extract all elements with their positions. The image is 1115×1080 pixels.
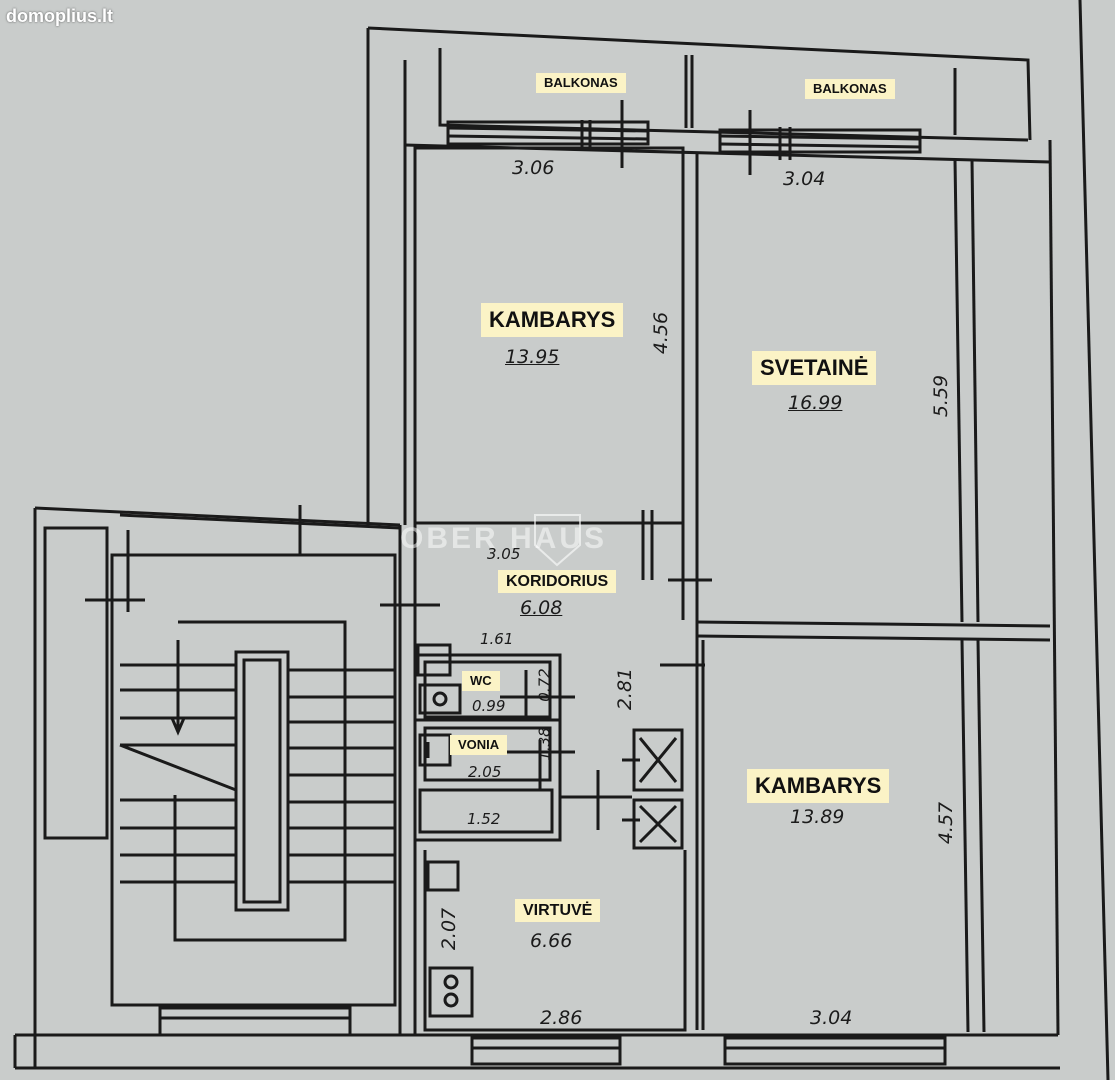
- bedroom-top-label: KAMBARYS: [481, 303, 624, 338]
- wc-fixture: [418, 683, 462, 715]
- stair-run-outline: [173, 620, 347, 942]
- window-band-1: [446, 120, 650, 146]
- stair-diagonal: [119, 743, 237, 792]
- dim-bath-width: 1.52: [467, 810, 501, 828]
- kitchen-window: [470, 1036, 622, 1066]
- dim-kitchen-width: 2.86: [540, 1007, 583, 1029]
- kitchen-area: 6.66: [530, 930, 573, 952]
- dim-wc-depth: 0.72: [535, 668, 554, 702]
- dim-living-depth: 5.59: [930, 374, 953, 418]
- bedroom-bottom-right-wall: [960, 639, 970, 1033]
- dim-wc-width: 1.61: [480, 630, 514, 648]
- sheet-edge-line: [1078, 0, 1110, 1080]
- wc-label: WC: [462, 671, 500, 691]
- dim-bath-depth: 1.38: [535, 727, 554, 761]
- bedroom-top-area: 13.95: [505, 346, 560, 368]
- balcony-left-label: BALKONAS: [536, 73, 626, 93]
- wc-area: 0.99: [472, 697, 506, 715]
- watermark-text: OBER HAUS: [400, 522, 608, 555]
- watermark-shield-icon: [534, 514, 581, 567]
- stair-core: [234, 650, 290, 912]
- dim-corridor-depth: 2.81: [614, 667, 637, 711]
- corridor-area: 6.08: [520, 597, 563, 619]
- dim-bedroom-bottom-depth: 4.57: [935, 801, 958, 845]
- living-right-wall: [953, 159, 964, 623]
- kitchen-stove: [428, 966, 474, 1018]
- bath-area: 2.05: [468, 763, 502, 781]
- site-logo: domoplius.lt: [6, 6, 113, 26]
- stairwell: [110, 553, 397, 1007]
- bath-label: VONIA: [450, 735, 508, 755]
- left-column-panel: [43, 526, 109, 840]
- bedroom-bottom-window: [723, 1036, 947, 1066]
- wc-bath-block: [413, 653, 562, 842]
- outer-wall-right: [1048, 139, 1060, 1036]
- balcony-right-label: BALKONAS: [805, 79, 895, 99]
- dim-kitchen-depth: 2.07: [438, 907, 461, 951]
- dim-bedroom-top-depth: 4.56: [650, 311, 673, 355]
- bathtub: [418, 788, 554, 834]
- stair-wall-top: [34, 506, 401, 527]
- stair-arrow-head: [170, 717, 186, 736]
- kitchen-sink: [426, 860, 460, 892]
- dim-bedroom-bottom-width: 3.04: [810, 1007, 853, 1029]
- living-room-label: SVETAINĖ: [752, 351, 877, 386]
- kitchen-walls: [423, 850, 687, 1032]
- stair-window: [158, 1006, 352, 1037]
- balcony-inner-line: [438, 48, 1029, 142]
- living-room-area: 16.99: [788, 392, 843, 414]
- outer-wall-top: [367, 26, 1032, 141]
- living-bottom-wall: [696, 620, 1051, 628]
- dim-living-width: 3.04: [783, 168, 826, 190]
- vent-shaft-2: [632, 798, 684, 850]
- dim-corridor-width: 3.05: [487, 545, 521, 563]
- corridor-label: KORIDORIUS: [498, 570, 617, 594]
- dim-bedroom-top-width: 3.06: [512, 157, 555, 179]
- bedroom-bottom-label: KAMBARYS: [747, 769, 890, 804]
- bedroom-bottom-area: 13.89: [790, 806, 845, 828]
- kitchen-label: VIRTUVĖ: [515, 899, 601, 923]
- window-band-2: [718, 128, 922, 154]
